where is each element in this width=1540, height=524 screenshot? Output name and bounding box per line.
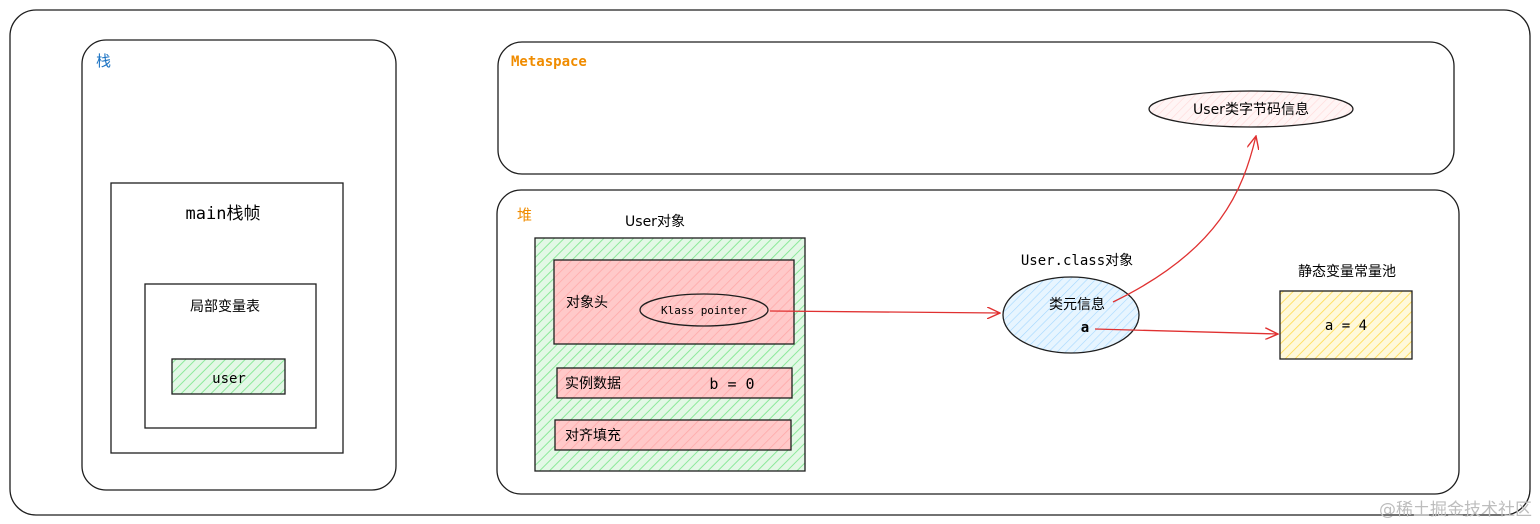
user-variable-label: user (212, 371, 246, 387)
class-meta-info-label: 类元信息 (1049, 296, 1105, 313)
instance-data-label: 实例数据 (565, 376, 621, 392)
instance-data-value: b = 0 (709, 375, 754, 393)
padding-box (554, 419, 792, 451)
class-object: 类元信息 a (1002, 276, 1140, 354)
local-var-table-title: 局部变量表 (190, 299, 260, 315)
main-stack-frame: main栈帧 局部变量表 user (110, 182, 344, 454)
static-variable-pool: a = 4 (1279, 290, 1413, 360)
static-value-label: a = 4 (1325, 318, 1367, 334)
static-field-label: a (1081, 320, 1089, 336)
class-object-label: User.class对象 (1021, 253, 1133, 269)
klass-pointer-ellipse (639, 293, 769, 327)
static-field-arrow (1094, 329, 1278, 334)
user-object: 对象头 Klass pointer 实例数据 b = 0 对齐填充 (534, 237, 806, 472)
user-variable-slot (171, 358, 286, 395)
stack-title: 栈 (96, 52, 111, 70)
bytecode-info-ellipse (1148, 90, 1354, 128)
stack-frame-title: main栈帧 (186, 204, 261, 224)
metaspace-area: Metaspace User类字节码信息 (497, 41, 1455, 175)
heap-area: 堆 User对象 对象头 Klass pointer 实例数据 b = 0 对齐… (496, 189, 1460, 495)
klass-pointer-arrow (769, 311, 1000, 313)
stack-area: 栈 main栈帧 局部变量表 user (81, 39, 397, 491)
jvm-memory-container (9, 9, 1531, 516)
padding-label: 对齐填充 (565, 428, 621, 444)
user-object-label: User对象 (625, 214, 685, 230)
metaspace-title: Metaspace (511, 54, 587, 70)
heap-title: 堆 (517, 206, 532, 224)
metadata-arrow (1112, 136, 1256, 303)
instance-data-box (556, 367, 793, 399)
object-header-label: 对象头 (566, 295, 608, 311)
watermark: @稀土掘金技术社区 (1379, 500, 1532, 520)
klass-pointer-label: Klass pointer (661, 304, 747, 317)
local-variable-table: 局部变量表 user (144, 283, 317, 429)
static-pool-label: 静态变量常量池 (1298, 264, 1396, 280)
bytecode-info-label: User类字节码信息 (1193, 101, 1309, 118)
